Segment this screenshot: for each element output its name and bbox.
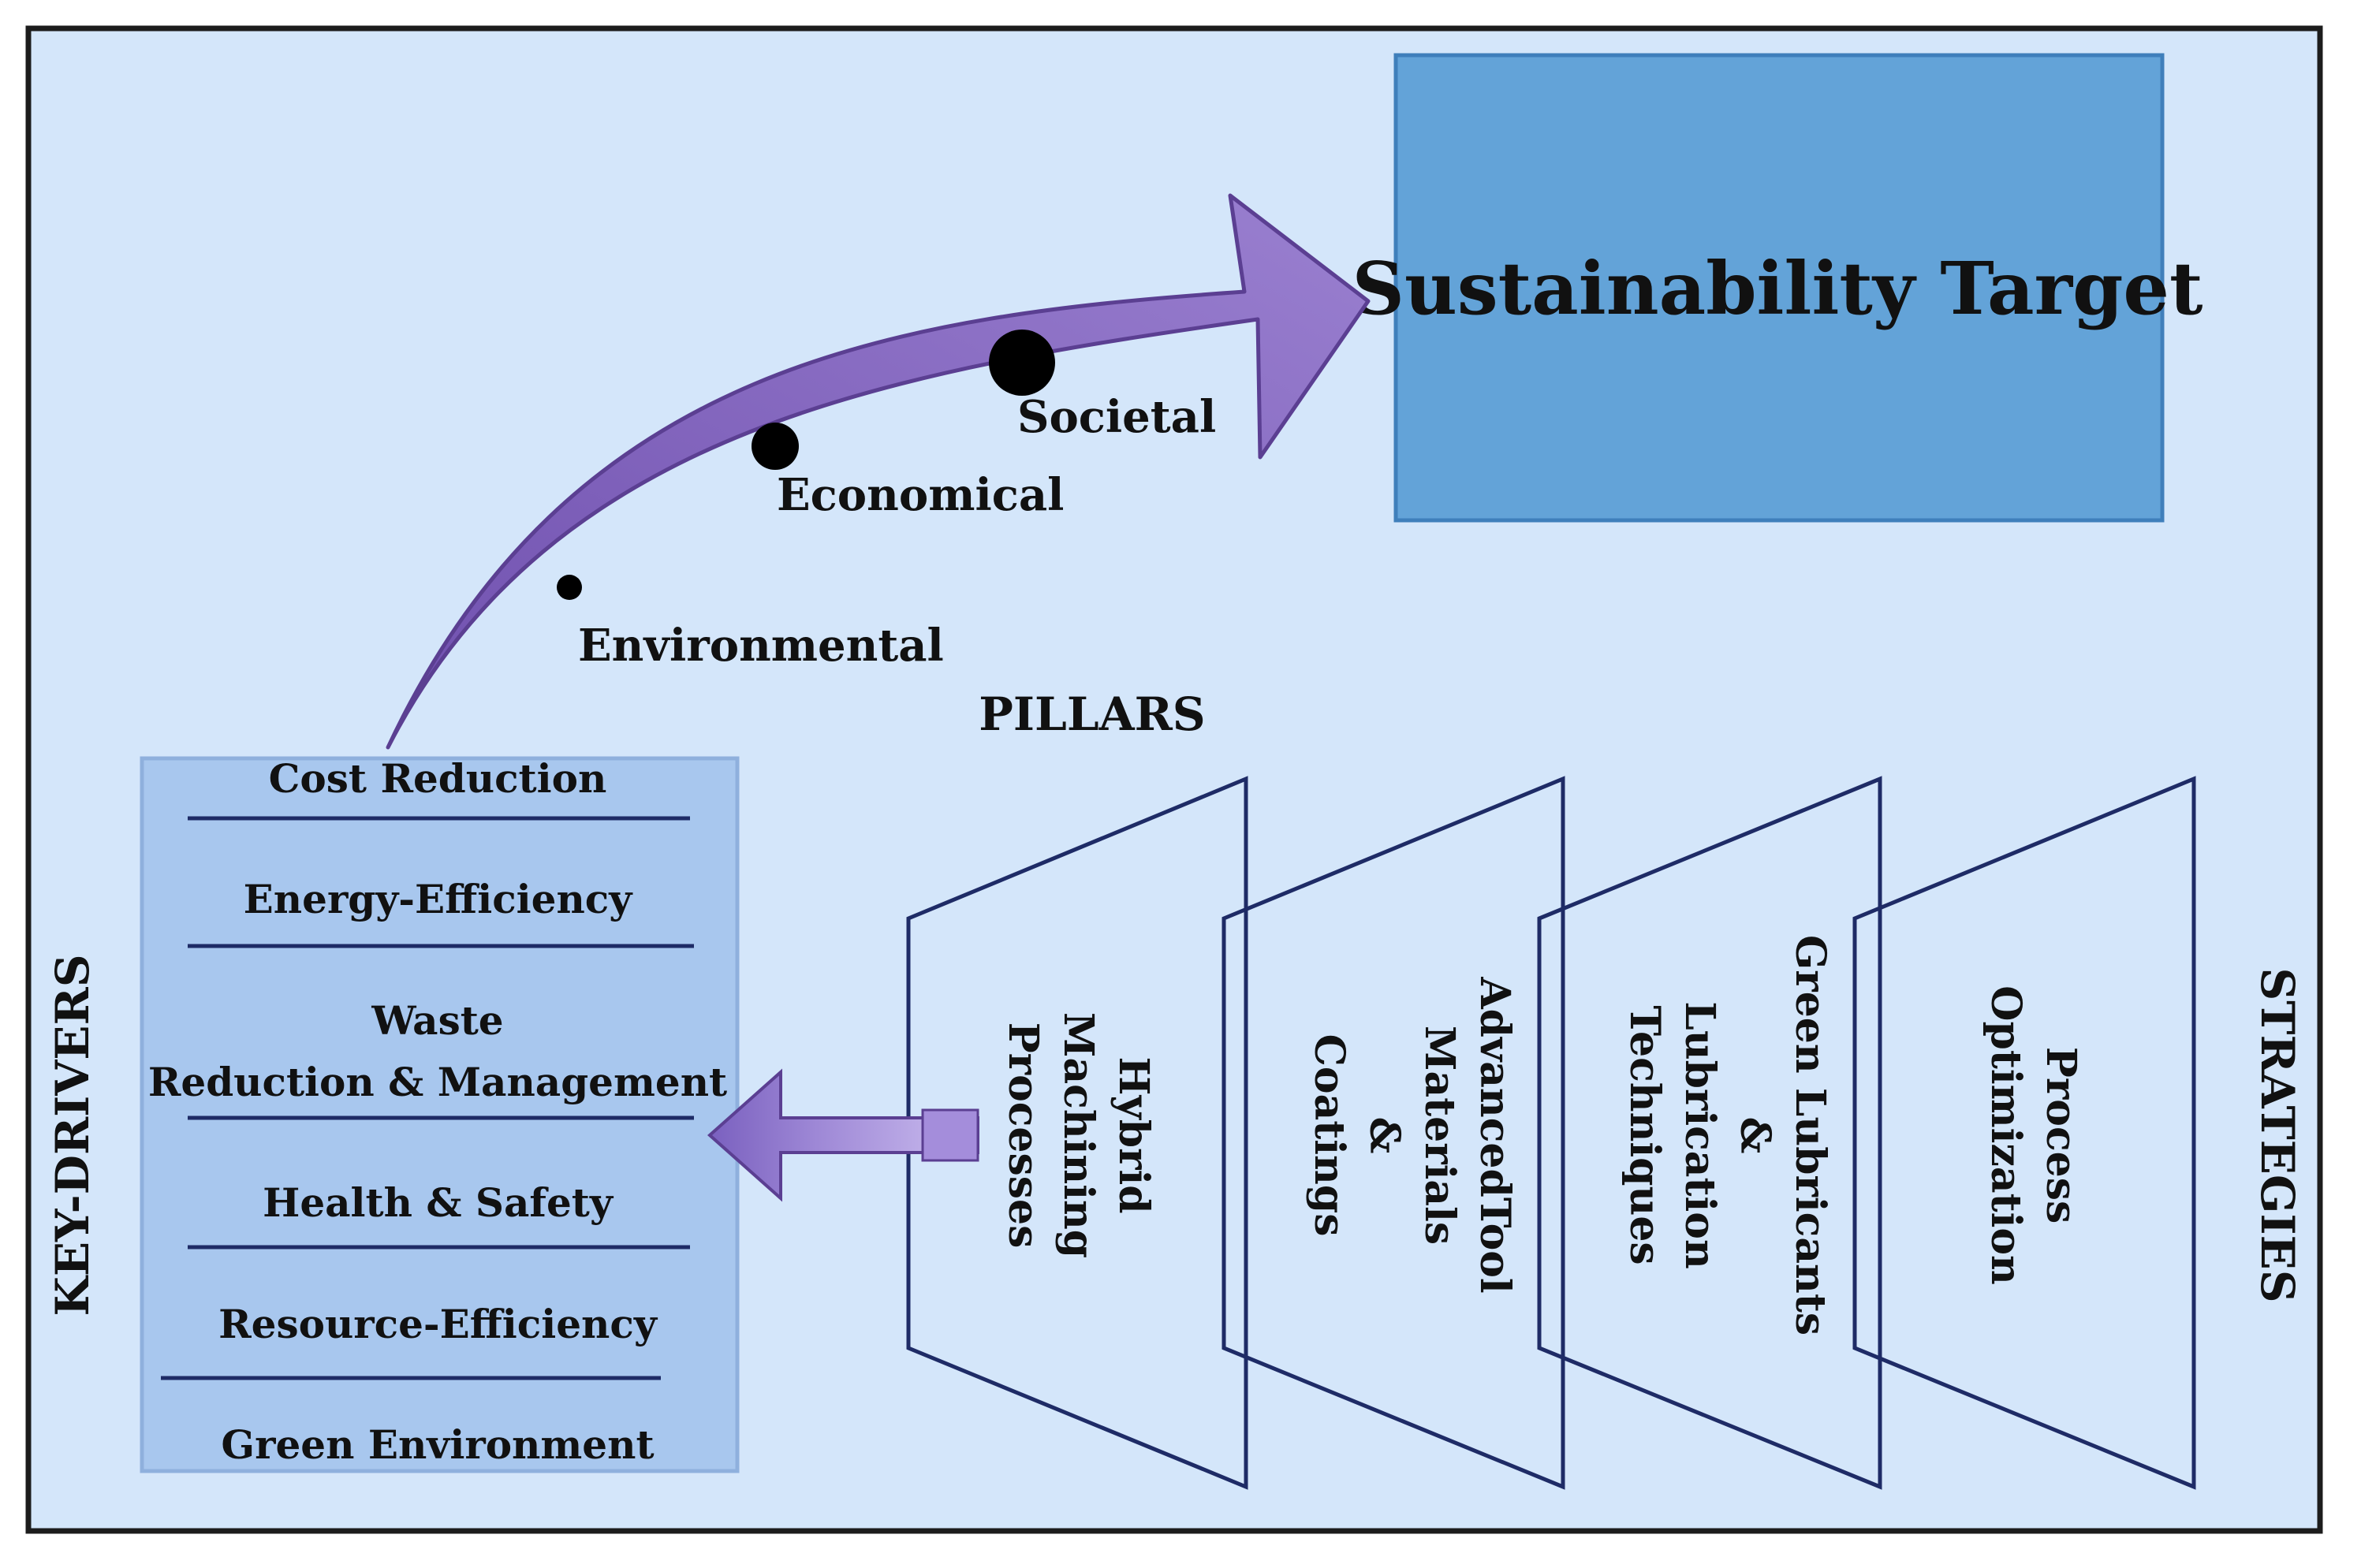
pillar-dot-societal — [989, 330, 1055, 396]
svg-text:Lubrication: Lubrication — [1676, 1001, 1724, 1269]
svg-text:Techniques: Techniques — [1621, 1005, 1669, 1264]
svg-text:Coatings: Coatings — [1305, 1034, 1353, 1237]
driver-label: Green Environment — [221, 1421, 654, 1468]
driver-label: Health & Safety — [263, 1179, 614, 1226]
pillar-dot-environmental — [557, 575, 582, 600]
svg-text:Optimization: Optimization — [1982, 985, 2030, 1285]
pillar-dot-economical — [752, 423, 799, 470]
svg-text:Machining: Machining — [1054, 1012, 1102, 1258]
svg-text:&: & — [1360, 1117, 1408, 1154]
svg-text:Process: Process — [2037, 1047, 2085, 1223]
strategy-panel-hybrid-machining — [906, 776, 1248, 1490]
pillars-arrow — [386, 193, 1371, 750]
driver-label: Reduction & Management — [148, 1059, 727, 1105]
pillars-heading: PILLARS — [979, 687, 1205, 741]
strategies-heading: STRATEGIES — [2251, 967, 2304, 1302]
svg-text:Green Lubricants: Green Lubricants — [1786, 935, 1834, 1335]
strategy-panel-advanced-tool — [1222, 776, 1565, 1490]
sustainability-target-title: Sustainability Target — [1352, 246, 2203, 331]
key-drivers-heading: KEY-DRIVERS — [46, 954, 99, 1316]
driver-label: Waste — [371, 997, 503, 1044]
svg-text:AdvancedTool: AdvancedTool — [1471, 976, 1519, 1293]
driver-label: Energy-Efficiency — [244, 876, 634, 922]
strategy-panel-green-lubricants — [1537, 776, 1882, 1490]
strategy-panel-process-optimization — [1852, 776, 2196, 1490]
driver-label: Resource-Efficiency — [218, 1301, 658, 1347]
svg-text:&: & — [1731, 1117, 1779, 1154]
pillar-label-environmental: Environmental — [578, 620, 944, 672]
svg-text:Materials: Materials — [1415, 1026, 1464, 1245]
svg-text:Hybrid: Hybrid — [1110, 1056, 1158, 1213]
svg-text:Processes: Processes — [999, 1022, 1047, 1249]
key-drivers-box — [140, 756, 740, 1473]
driver-label: Cost Reduction — [269, 755, 607, 802]
pillar-label-societal: Societal — [1017, 391, 1216, 443]
strategy-label-hybrid-machining: Hybrid Machining Processes — [999, 1012, 1158, 1258]
arrow-tail-block — [921, 1108, 979, 1162]
strategy-label-advanced-tool: AdvancedTool Materials & Coatings — [1305, 976, 1519, 1293]
strategy-label-green-lubricants: Green Lubricants & Lubrication Technique… — [1621, 935, 1834, 1335]
pillar-label-economical: Economical — [777, 469, 1064, 521]
strategy-label-process-optimization: Process Optimization — [1982, 985, 2085, 1285]
sustainability-target-box — [1393, 53, 2165, 523]
